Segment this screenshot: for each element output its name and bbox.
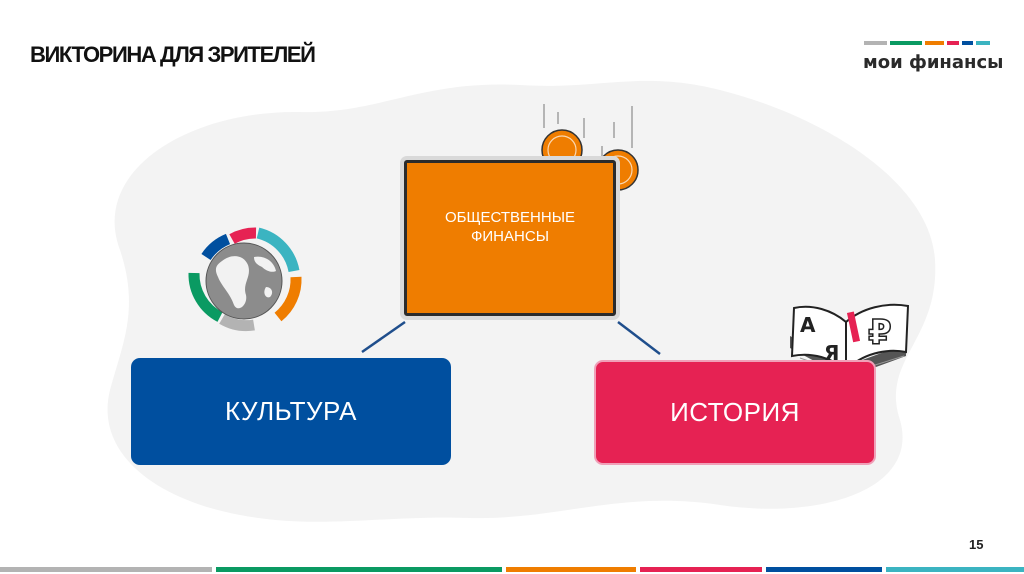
finance-box: ОБЩЕСТВЕННЫЕ ФИНАНСЫ (404, 160, 616, 316)
logo-color-bar (864, 41, 990, 45)
footer-segment (886, 567, 1024, 572)
footer-segment (216, 567, 502, 572)
footer-segment (506, 567, 636, 572)
logo-bar-segment (947, 41, 959, 45)
logo-bar-segment (890, 41, 922, 45)
logo-bar-segment (976, 41, 990, 45)
footer-segment (0, 567, 212, 572)
logo-bar-segment (864, 41, 888, 45)
logo-bar-segment (924, 41, 944, 45)
book-letter-ya: Я (824, 341, 839, 365)
open-book-icon: А Я ₽ (790, 303, 910, 378)
history-box: ИСТОРИЯ (594, 360, 876, 465)
footer-segment (766, 567, 882, 572)
slide-title: ВИКТОРИНА ДЛЯ ЗРИТЕЛЕЙ (30, 42, 316, 67)
globe-icon (188, 227, 302, 332)
footer-color-bar (0, 567, 1024, 574)
culture-box: КУЛЬТУРА (131, 358, 451, 465)
book-letter-rouble: ₽ (868, 313, 892, 353)
footer-segment (640, 567, 762, 572)
connector-finance-history (617, 321, 661, 355)
brand-logo-text: мои финансы (863, 52, 1004, 73)
page-number: 15 (969, 537, 984, 552)
book-letter-a: А (800, 313, 816, 337)
logo-bar-segment (961, 41, 974, 45)
connector-finance-culture (361, 320, 406, 354)
